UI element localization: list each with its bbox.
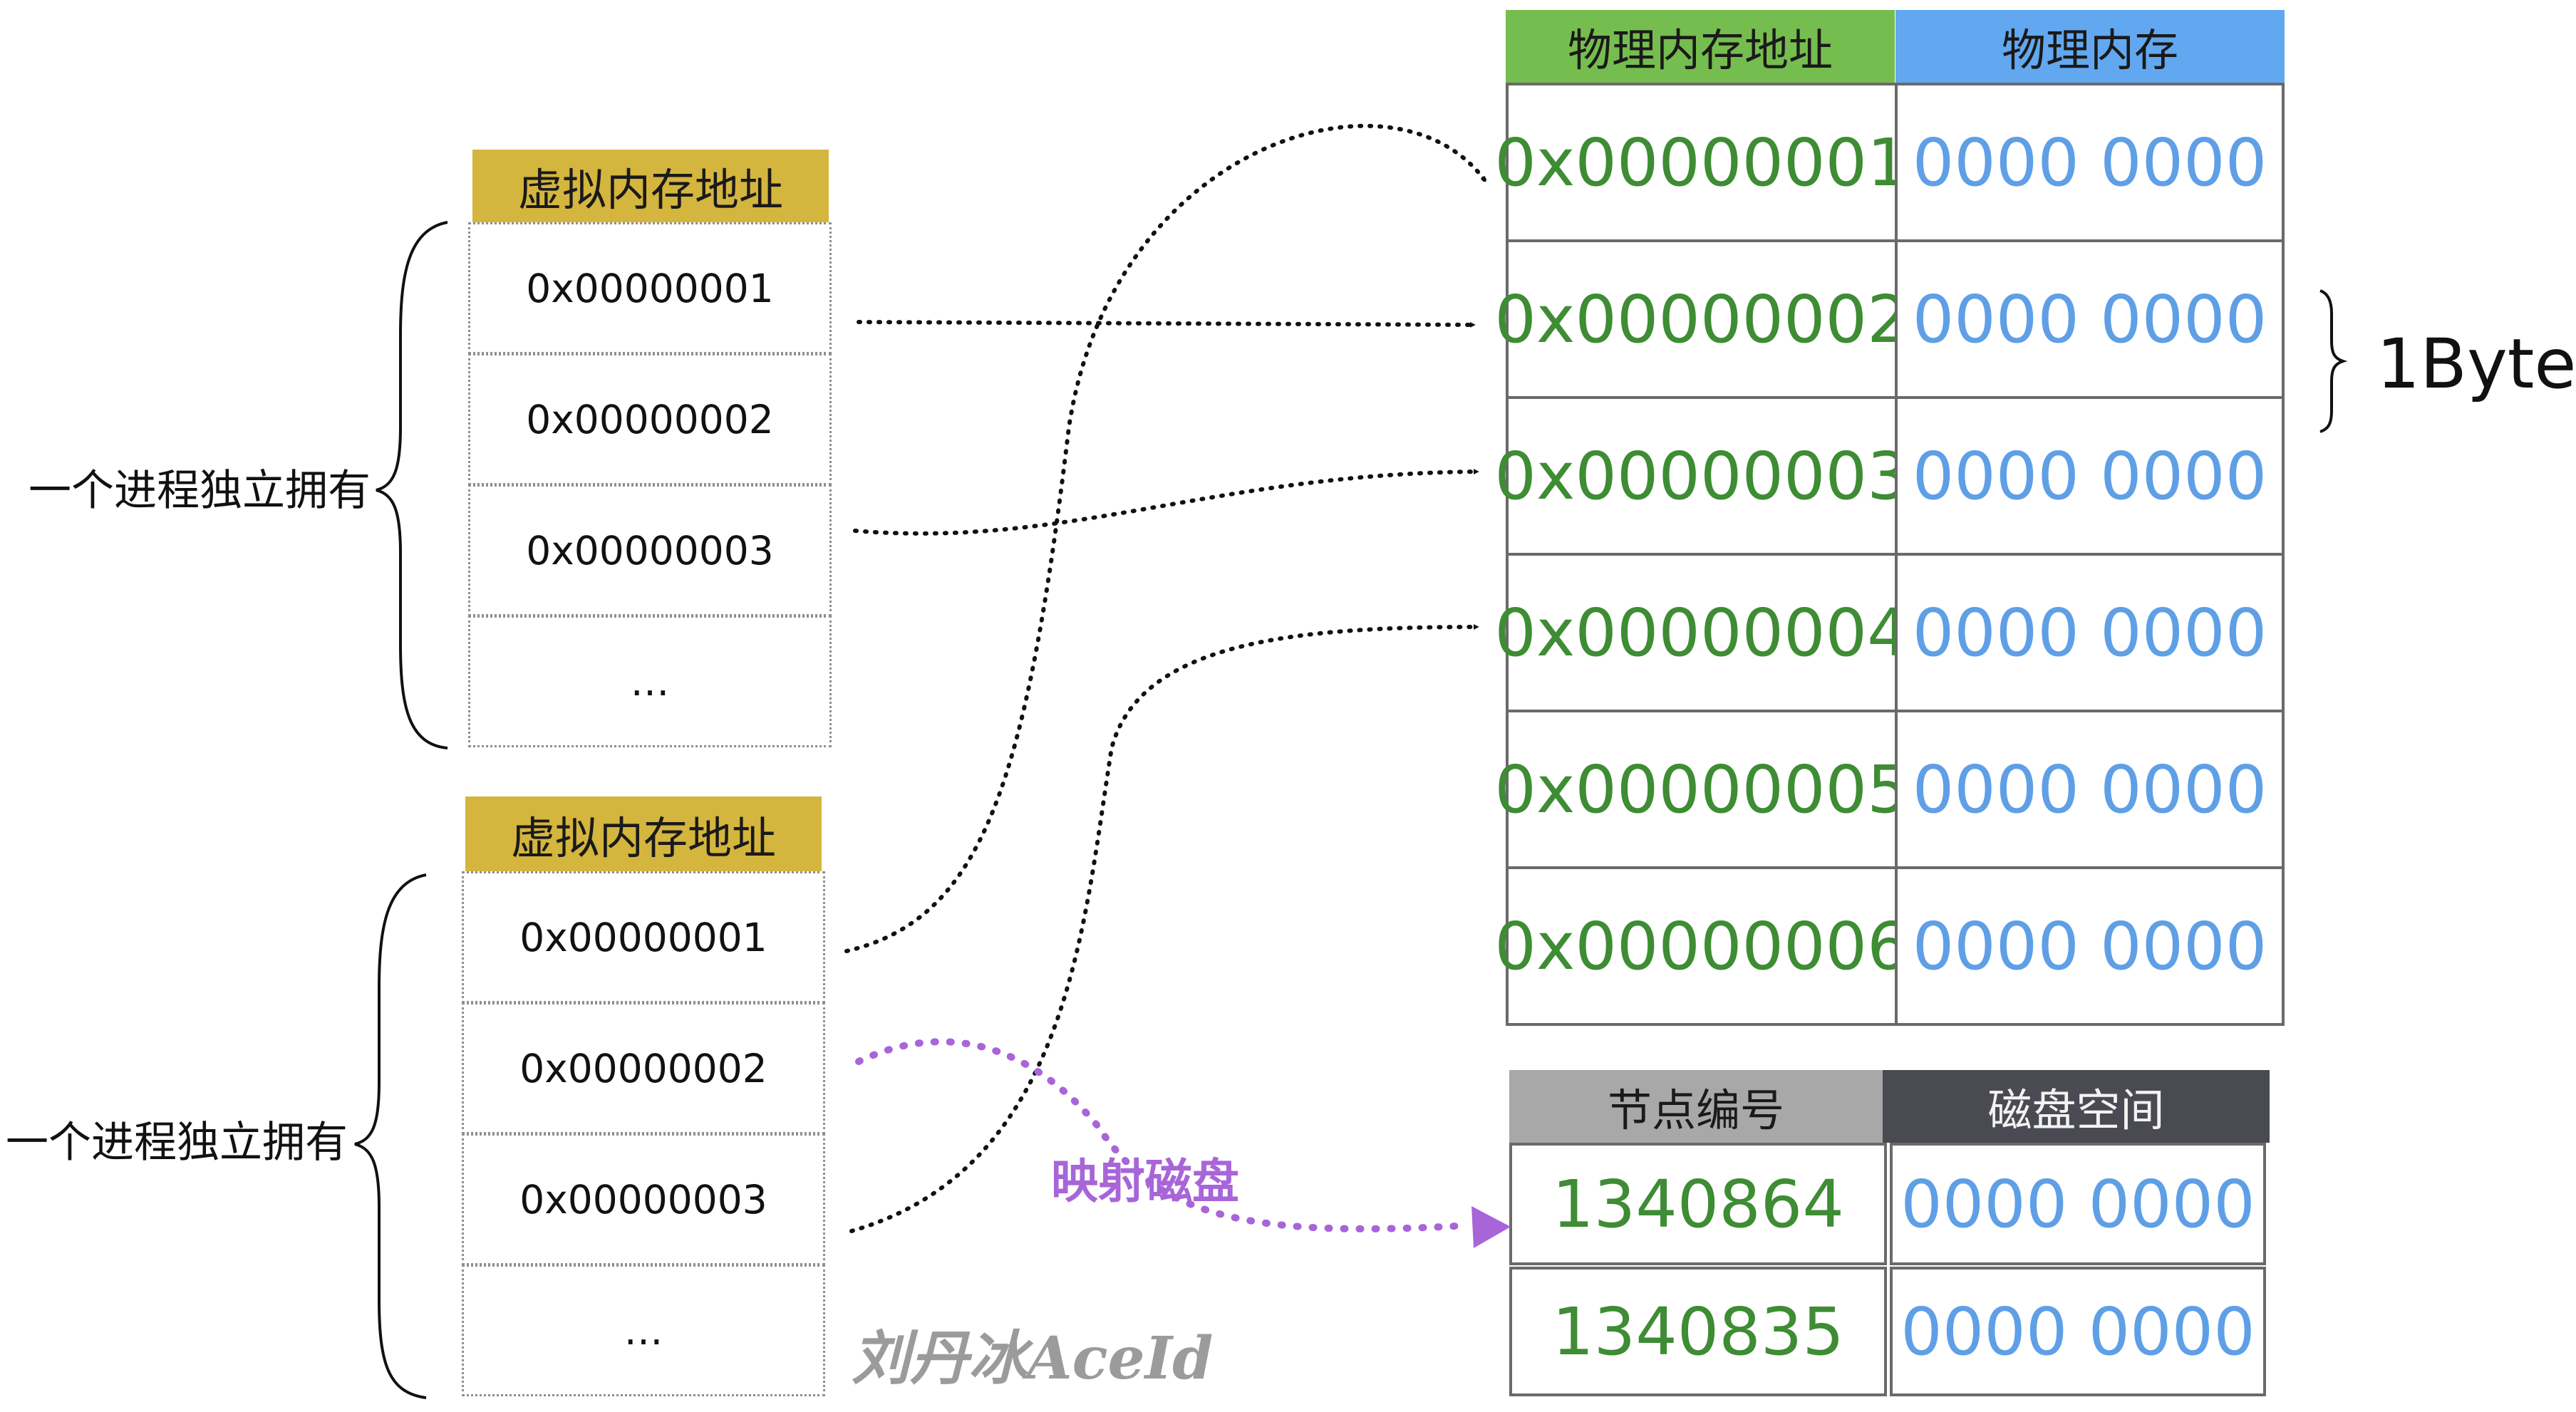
physical-addr-cell: 0x00000001 [1494, 83, 1909, 242]
virtual-table-1-cell-3: 0x00000003 [468, 484, 832, 616]
physical-mem-cell: 0000 0000 [1895, 553, 2285, 712]
arrow-v2-row3-to-p4 [849, 624, 1481, 1233]
watermark-signature: 刘丹冰AceId [852, 1324, 1214, 1393]
virtual-table-2-cell-1: 0x00000001 [462, 871, 825, 1003]
disk-space-cell: 0000 0000 [1890, 1143, 2266, 1265]
brace-process-1 [376, 221, 448, 749]
physical-mem-cell: 0000 0000 [1895, 239, 2285, 399]
arrow-v1-row3-to-p3 [853, 469, 1481, 536]
disk-space-text: 0000 0000 [1900, 1166, 2255, 1242]
virtual-table-2-cell-2: 0x00000002 [462, 1002, 825, 1134]
physical-addr-cell: 0x00000002 [1494, 239, 1909, 399]
disk-node-cell: 1340835 [1509, 1267, 1887, 1396]
disk-node-text: 1340864 [1552, 1166, 1844, 1242]
arrow-map-disk-head [1471, 1206, 1511, 1248]
brace-byte [2319, 289, 2348, 433]
virtual-table-2-cell-4: … [462, 1265, 825, 1396]
arrow-v2-row1-to-p1 [844, 123, 1488, 953]
physical-mem-header: 物理内存 [1895, 10, 2285, 83]
physical-addr-text: 0x00000006 [1494, 908, 1909, 985]
disk-space-header: 磁盘空间 [1883, 1070, 2270, 1143]
physical-addr-cell: 0x00000004 [1494, 553, 1909, 712]
physical-addr-text: 0x00000004 [1494, 594, 1909, 671]
physical-addr-cell: 0x00000005 [1494, 710, 1909, 869]
physical-addr-header: 物理内存地址 [1506, 10, 1895, 83]
virtual-table-1-cell-2: 0x00000002 [468, 353, 832, 485]
virtual-table-2-header: 虚拟内存地址 [465, 796, 822, 871]
physical-addr-cell: 0x00000006 [1494, 866, 1909, 1026]
disk-node-cell: 1340864 [1509, 1143, 1887, 1265]
disk-space-cell: 0000 0000 [1890, 1267, 2266, 1396]
physical-mem-text: 0000 0000 [1912, 281, 2267, 358]
physical-addr-text: 0x00000002 [1494, 281, 1909, 358]
physical-mem-text: 0000 0000 [1912, 751, 2267, 828]
virtual-table-1-cell-4: … [468, 616, 832, 747]
byte-label: 1Byte [2376, 324, 2576, 404]
physical-addr-text: 0x00000003 [1494, 437, 1909, 514]
virtual-table-1-header: 虚拟内存地址 [472, 150, 829, 222]
physical-addr-text: 0x00000005 [1494, 751, 1909, 828]
physical-mem-text: 0000 0000 [1912, 437, 2267, 514]
physical-addr-cell: 0x00000003 [1494, 396, 1909, 556]
virtual-table-2-cell-3: 0x00000003 [462, 1133, 825, 1265]
process-label-1: 一个进程独立拥有 [29, 466, 371, 516]
virtual-table-1-cell-1: 0x00000001 [468, 222, 832, 354]
physical-mem-cell: 0000 0000 [1895, 866, 2285, 1026]
process-label-2: 一个进程独立拥有 [6, 1118, 348, 1168]
physical-addr-text: 0x00000001 [1494, 124, 1909, 201]
disk-space-text: 0000 0000 [1900, 1293, 2255, 1370]
arrow-map-disk [855, 1038, 1471, 1232]
brace-process-2 [354, 873, 427, 1399]
physical-mem-text: 0000 0000 [1912, 908, 2267, 985]
disk-node-text: 1340835 [1552, 1293, 1844, 1370]
arrow-v1-row1-to-p2 [857, 320, 1477, 328]
disk-node-header: 节点编号 [1509, 1070, 1883, 1143]
physical-mem-text: 0000 0000 [1912, 124, 2267, 201]
physical-mem-cell: 0000 0000 [1895, 83, 2285, 242]
physical-mem-text: 0000 0000 [1912, 594, 2267, 671]
map-disk-label: 映射磁盘 [1051, 1154, 1239, 1209]
